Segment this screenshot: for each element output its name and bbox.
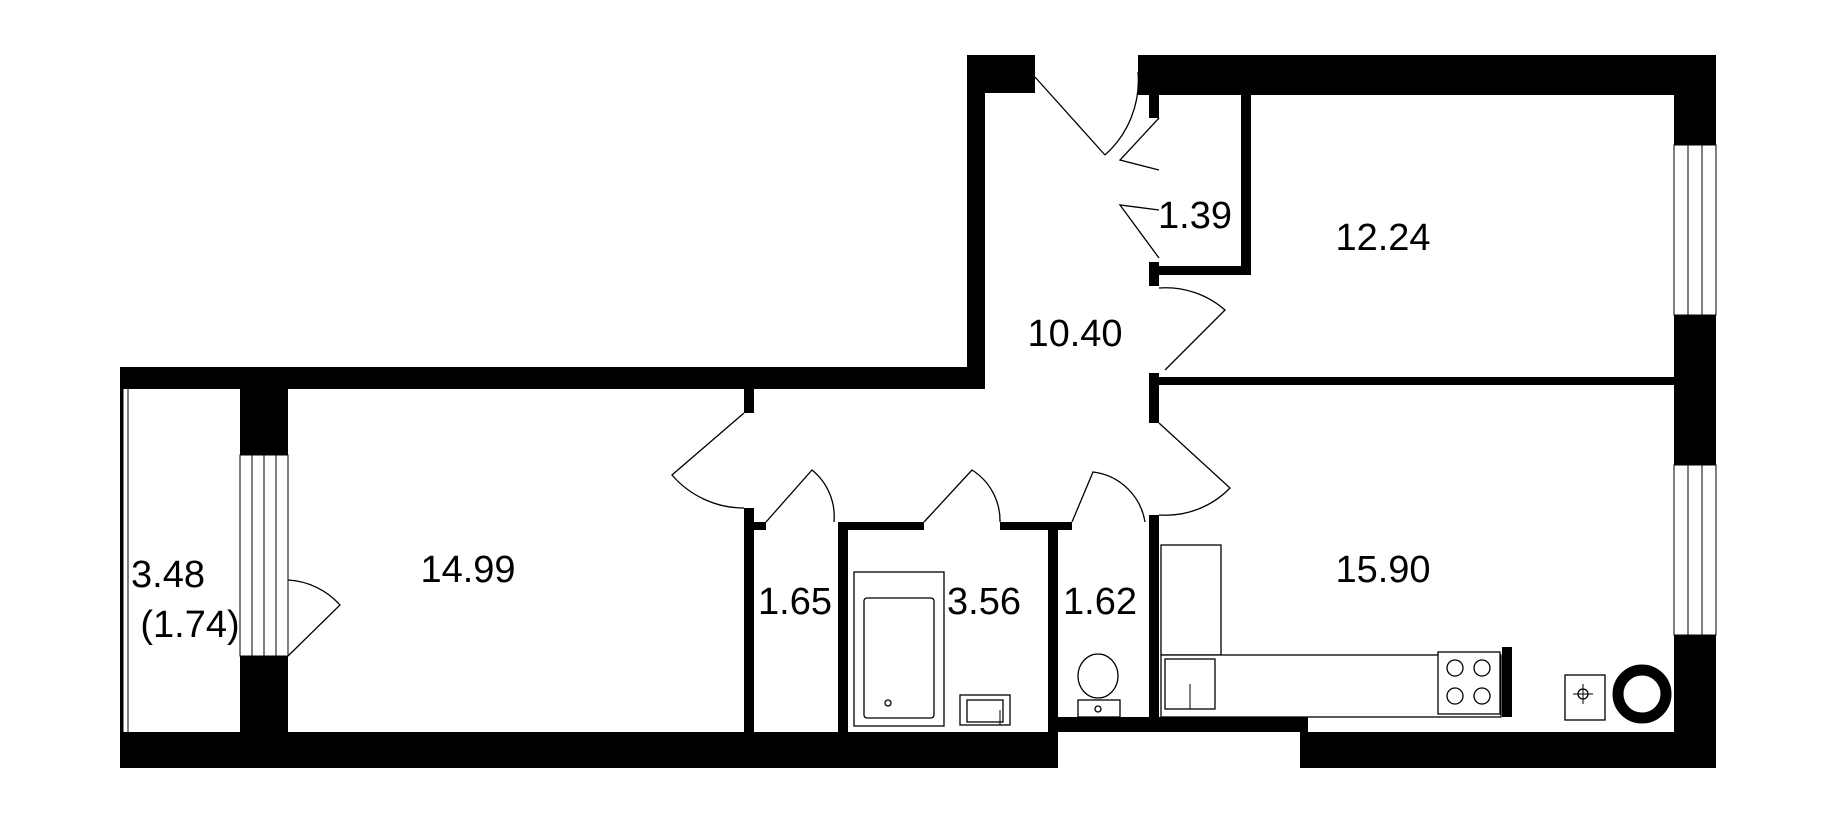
storage-area: 1.65: [758, 581, 832, 623]
wall-wetrooms-top-b: [838, 522, 924, 530]
wall-storage-bath: [838, 526, 848, 734]
wall-right-middle: [1674, 315, 1716, 465]
wall-right-bottom: [1674, 635, 1716, 768]
bathtub-icon: [853, 571, 945, 727]
door-swing-icon: [287, 71, 1231, 657]
wall-balcony-pillar-bottom: [240, 656, 288, 736]
wall-living-storage: [744, 389, 754, 413]
wall-toilet-kitchen: [1149, 515, 1159, 725]
wall-kitchen-stub: [1502, 647, 1512, 717]
wall-hall-right-c: [1149, 373, 1159, 423]
walls: [120, 55, 1716, 768]
wall-living-storage-lower: [744, 508, 754, 734]
balcony-area-reduced: (1.74): [140, 604, 239, 646]
bedroom-area: 12.24: [1335, 217, 1430, 259]
closet-area: 1.39: [1158, 195, 1232, 237]
wall-bath-toilet: [1048, 526, 1058, 734]
living-room-area: 14.99: [420, 549, 515, 591]
wall-hall-left: [967, 55, 985, 389]
hallway-area: 10.40: [1027, 313, 1122, 355]
wall-balcony-pillar-top: [240, 389, 288, 455]
wall-right-top: [1674, 55, 1716, 145]
boiler-icon: [1612, 664, 1672, 724]
room-labels: 3.48 (1.74) 14.99 10.40 1.39 12.24 15.90…: [131, 195, 1431, 646]
wall-top-right: [1138, 55, 1716, 95]
toilet-area: 1.62: [1063, 581, 1137, 623]
kitchen-fixtures: [1160, 544, 1672, 724]
meter-icon: [1564, 674, 1606, 721]
wall-closet-right: [1241, 93, 1251, 275]
wall-bottom-step-right: [1300, 717, 1308, 768]
wall-left-wing-top: [120, 367, 985, 389]
wall-bottom-left: [120, 732, 1058, 768]
balcony-area: 3.48: [131, 554, 205, 596]
wall-hall-right-a: [1149, 93, 1159, 118]
wall-wetrooms-top-c: [1000, 522, 1072, 530]
wall-balcony-left: [120, 367, 123, 767]
wall-bottom-right: [1300, 732, 1716, 768]
wall-hall-top-stub: [967, 55, 1035, 93]
wall-wetrooms-top-a: [754, 522, 766, 530]
fridge-icon: [1160, 544, 1222, 656]
toilet-icon: [1077, 653, 1121, 718]
sink-icon: [1164, 658, 1216, 710]
interior-walls: [744, 93, 1674, 734]
wall-bedroom-kitchen: [1159, 377, 1674, 385]
stove-icon: [1437, 651, 1501, 715]
sink-icon: [959, 694, 1011, 726]
window-icon: [122, 144, 1717, 732]
wall-closet-bottom: [1149, 266, 1251, 275]
bathroom-area: 3.56: [947, 581, 1021, 623]
kitchen-area: 15.90: [1335, 549, 1430, 591]
wall-bottom-step: [1058, 717, 1308, 732]
